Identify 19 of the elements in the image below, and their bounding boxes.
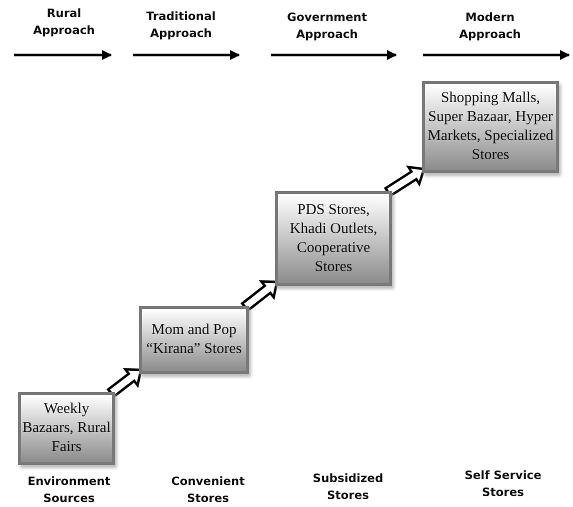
store-text: PDS Stores, Khadi Outlets, Cooperative Stores <box>288 200 378 276</box>
store-type-label: Environment Sources <box>26 473 112 507</box>
store-type-label: Subsidized Stores <box>312 470 384 504</box>
block-arrow <box>384 165 426 198</box>
approach-heading: Modern Approach <box>458 9 522 43</box>
store-box <box>18 392 115 465</box>
store-text: Weekly Bazaars, Rural Fairs <box>21 400 112 457</box>
store-type-label: Self Service Stores <box>464 467 542 501</box>
store-box <box>139 306 249 374</box>
approach-heading: Government Approach <box>286 9 368 43</box>
store-box <box>422 81 559 173</box>
block-arrow <box>240 280 279 312</box>
block-arrow <box>106 368 143 398</box>
approach-heading: Traditional Approach <box>145 8 217 42</box>
store-text: Shopping Malls, Super Bazaar, Hyper Markets, Specialized Stores <box>426 89 554 165</box>
store-type-label: Convenient Stores <box>170 473 246 507</box>
approach-heading: Rural Approach <box>32 5 96 39</box>
store-box <box>275 191 392 286</box>
store-text: Mom and Pop “Kirana” Stores <box>145 321 243 359</box>
